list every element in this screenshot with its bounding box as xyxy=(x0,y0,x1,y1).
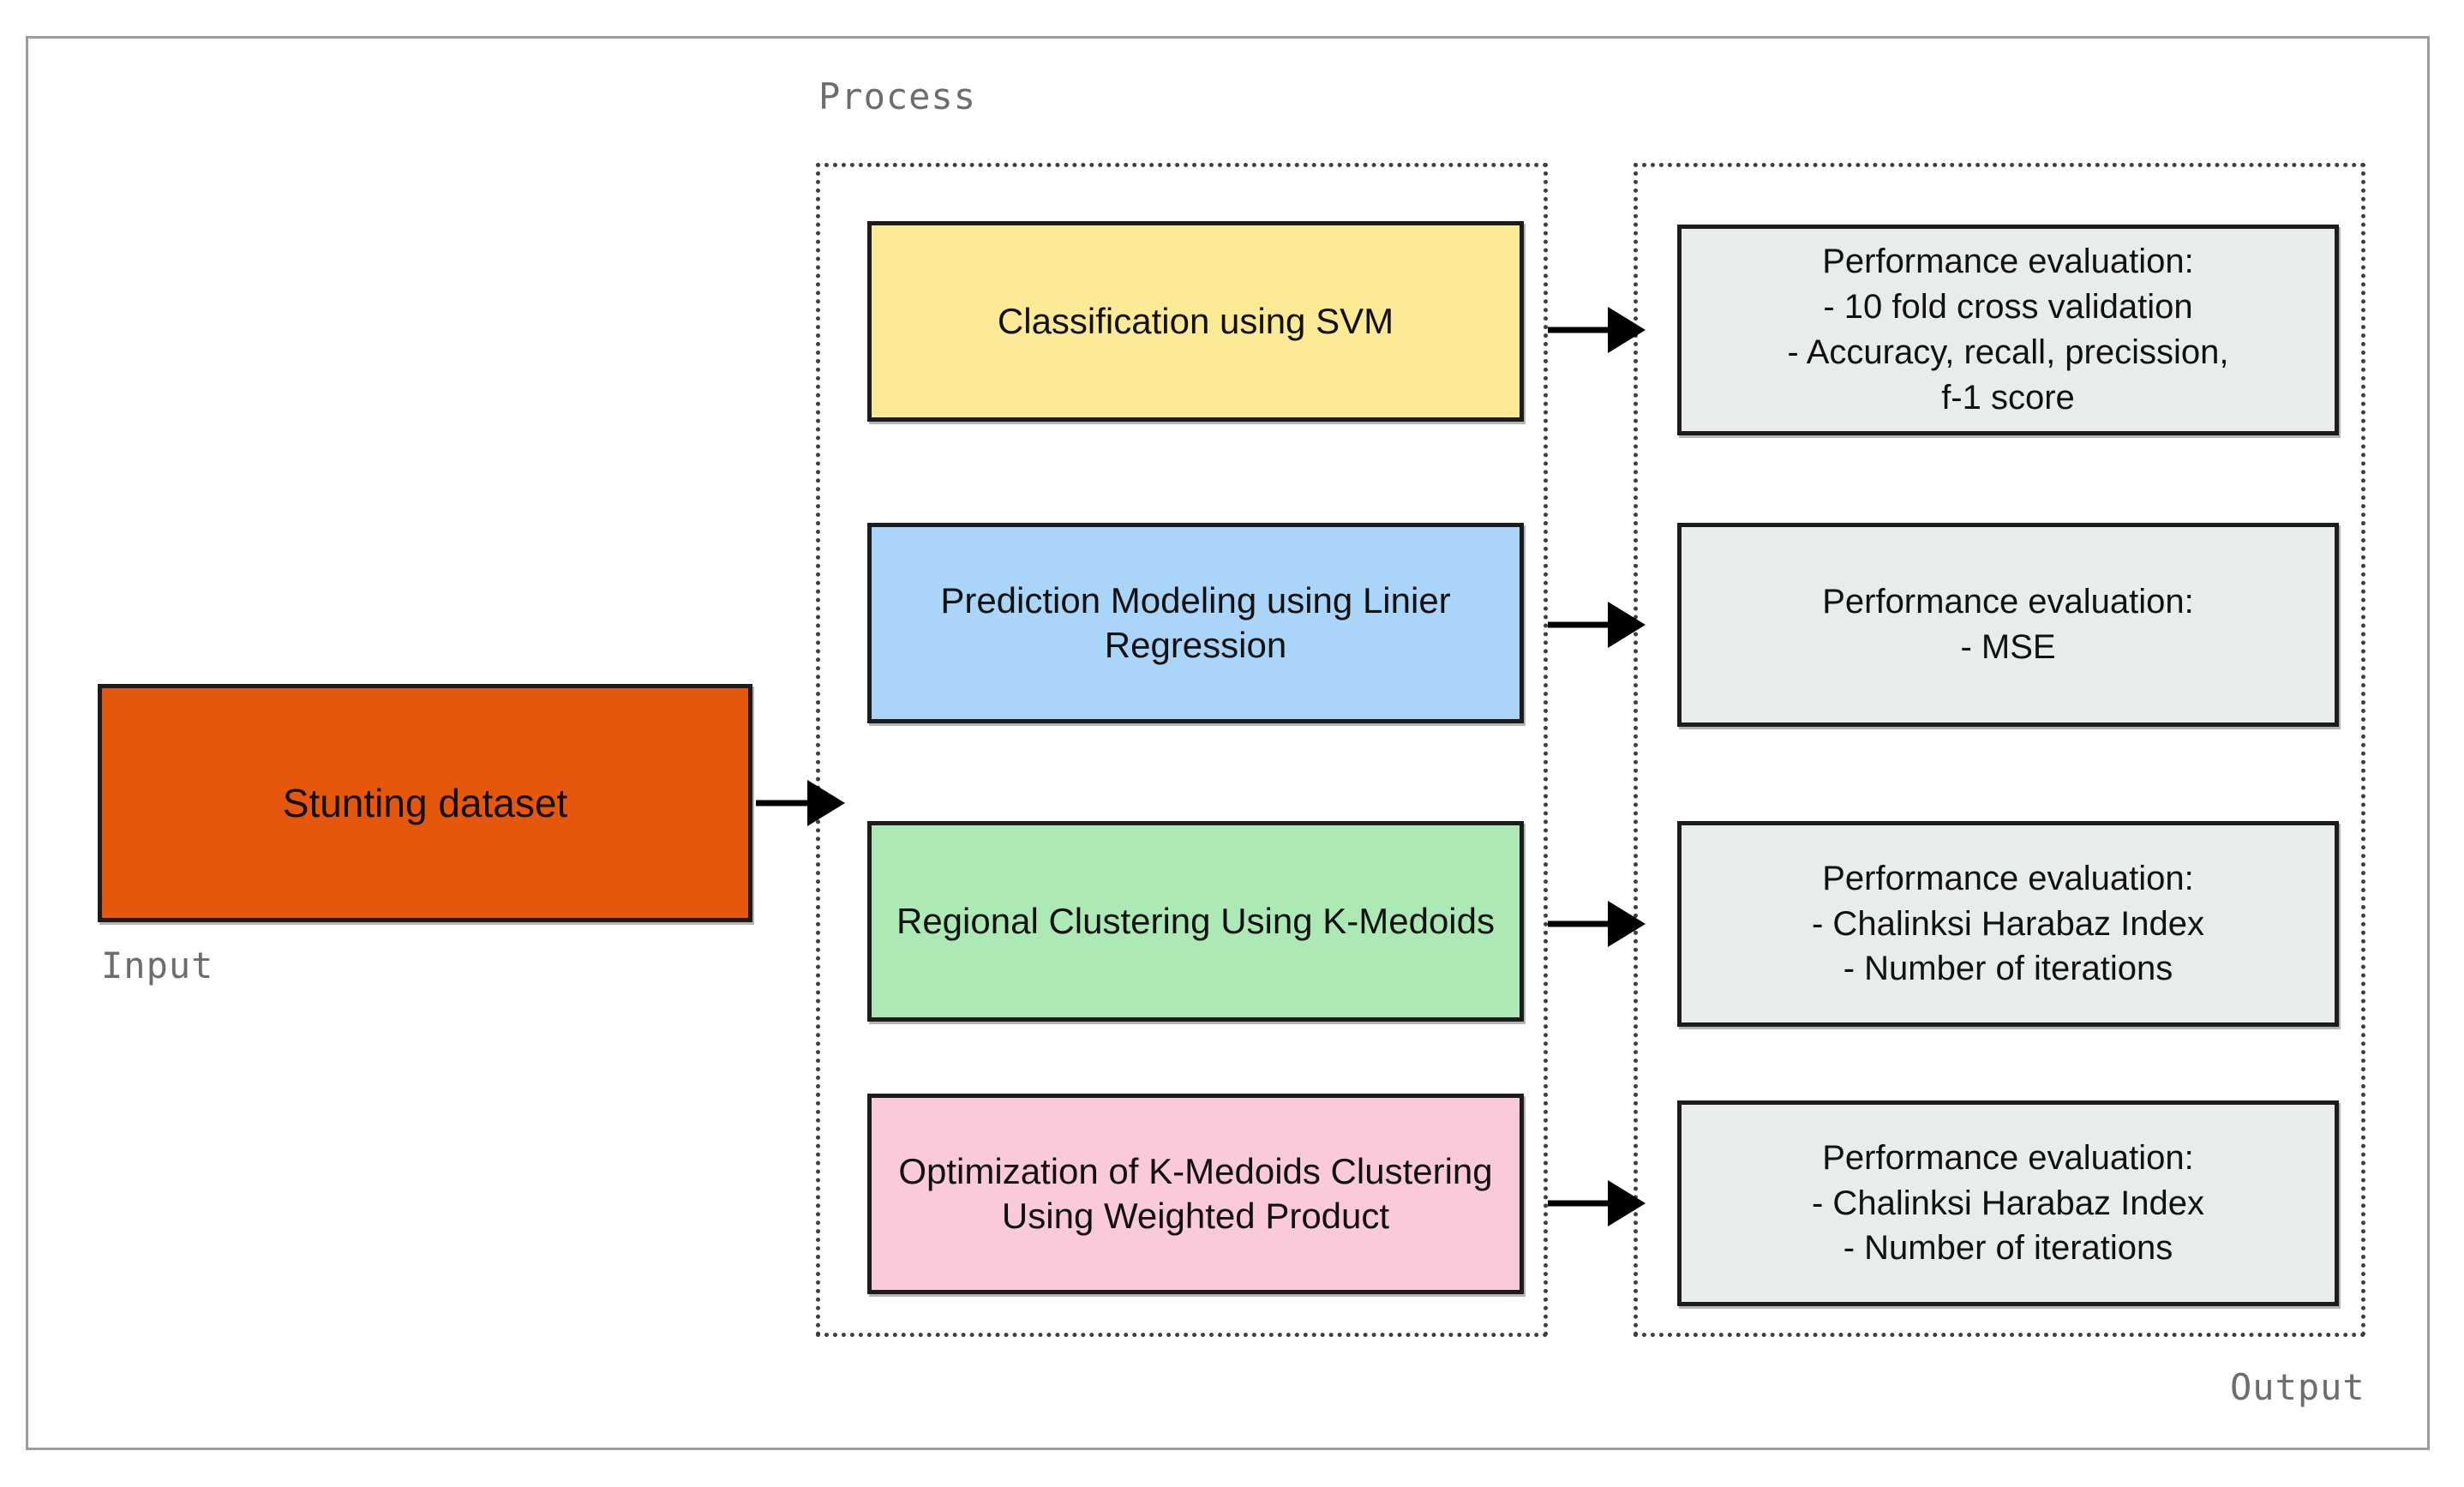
arrow-shaft xyxy=(1548,621,1611,628)
right-arrow-icon xyxy=(1608,901,1646,947)
arrow-shaft xyxy=(1548,1200,1611,1207)
process-box-svm-classification: Classification using SVM xyxy=(867,221,1524,422)
output-line: Performance evaluation: xyxy=(1822,1138,2194,1177)
process-group-label: Process xyxy=(818,75,977,117)
arrow-optimization-to-evaluation xyxy=(1548,1180,1646,1226)
process-box-kmedoids-clustering: Regional Clustering Using K-Medoids xyxy=(867,821,1524,1022)
process-box-label: Classification using SVM xyxy=(997,300,1394,341)
process-container xyxy=(816,163,1548,1337)
arrow-regression-to-evaluation xyxy=(1548,602,1646,648)
process-box-label: Optimization of K-Medoids Clustering Usi… xyxy=(898,1150,1493,1237)
right-arrow-icon xyxy=(807,780,845,826)
output-line: - Number of iterations xyxy=(1843,950,2173,988)
output-line: f-1 score xyxy=(1941,378,2075,417)
output-line: - Chalinksi Harabaz Index xyxy=(1812,1184,2204,1222)
process-box-weighted-product-optimization: Optimization of K-Medoids Clustering Usi… xyxy=(867,1094,1524,1294)
input-box-label: Stunting dataset xyxy=(282,781,568,825)
output-line: - 10 fold cross validation xyxy=(1823,288,2193,327)
output-box-optimization-evaluation: Performance evaluation: - Chalinksi Hara… xyxy=(1677,1100,2339,1306)
process-box-label: Prediction Modeling using Linier Regress… xyxy=(940,579,1451,666)
output-box-regression-evaluation: Performance evaluation: - MSE xyxy=(1677,523,2339,727)
right-arrow-icon xyxy=(1608,1180,1646,1226)
output-box-clustering-evaluation: Performance evaluation: - Chalinksi Hara… xyxy=(1677,821,2339,1027)
arrow-svm-to-evaluation xyxy=(1548,307,1646,353)
input-box-stunting-dataset: Stunting dataset xyxy=(98,684,752,922)
output-container xyxy=(1634,163,2365,1337)
arrow-clustering-to-evaluation xyxy=(1548,901,1646,947)
process-box-linear-regression: Prediction Modeling using Linier Regress… xyxy=(867,523,1524,723)
input-group-label: Input xyxy=(101,944,214,986)
right-arrow-icon xyxy=(1608,307,1646,353)
output-line: Performance evaluation: xyxy=(1822,859,2194,897)
output-line: - Accuracy, recall, precission, xyxy=(1787,333,2229,371)
right-arrow-icon xyxy=(1608,602,1646,648)
arrow-shaft xyxy=(1548,327,1611,333)
output-box-svm-evaluation: Performance evaluation: - 10 fold cross … xyxy=(1677,225,2339,435)
output-line: Performance evaluation: xyxy=(1822,583,2194,621)
output-line: - Number of iterations xyxy=(1843,1229,2173,1268)
arrow-shaft xyxy=(1548,920,1611,927)
output-line: - Chalinksi Harabaz Index xyxy=(1812,904,2204,943)
outer-frame xyxy=(26,36,2430,1450)
output-line: - MSE xyxy=(1960,628,2056,666)
output-group-label: Output xyxy=(2230,1366,2365,1408)
arrow-input-to-process xyxy=(756,780,845,826)
arrow-shaft xyxy=(756,800,811,806)
process-box-label: Regional Clustering Using K-Medoids xyxy=(896,900,1495,941)
output-line: Performance evaluation: xyxy=(1822,243,2194,281)
